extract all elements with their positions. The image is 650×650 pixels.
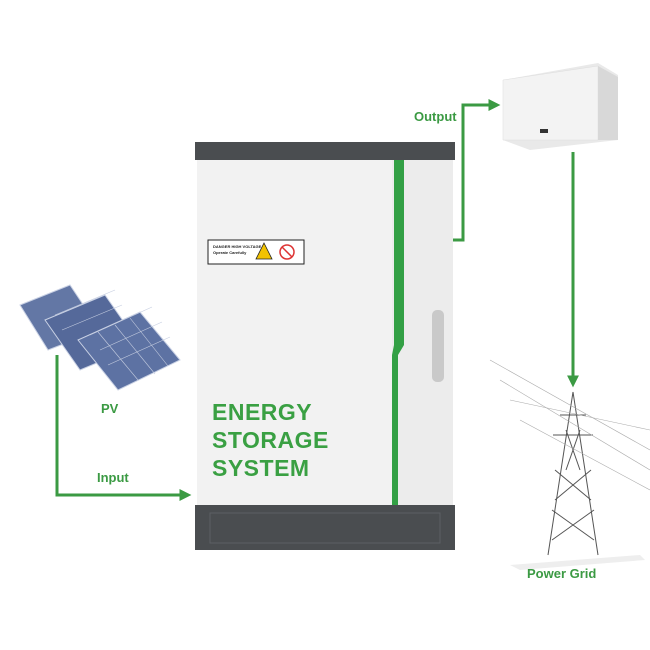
cabinet-title-line-1: ENERGY xyxy=(212,399,313,425)
output-label: Output xyxy=(414,109,457,124)
door-handle[interactable] xyxy=(432,310,444,382)
input-arrow xyxy=(55,355,192,501)
warning-label: DANGER HIGH VOLTAGE Operate Carefully xyxy=(213,244,261,256)
warning-line-1: DANGER HIGH VOLTAGE xyxy=(213,244,262,249)
inverter-icon xyxy=(502,63,618,150)
input-label: Input xyxy=(97,470,129,485)
energy-storage-cabinet-icon xyxy=(195,142,455,550)
warning-line-2: Operate Carefully xyxy=(213,250,247,255)
power-grid-label: Power Grid xyxy=(527,566,597,581)
output-arrow xyxy=(450,99,501,242)
cabinet-title-line-3: SYSTEM xyxy=(212,455,310,481)
cabinet-title-line-2: STORAGE xyxy=(212,427,329,453)
pv-label: PV xyxy=(101,401,119,416)
solar-panel-icon xyxy=(19,284,181,391)
power-tower-icon xyxy=(489,359,650,570)
